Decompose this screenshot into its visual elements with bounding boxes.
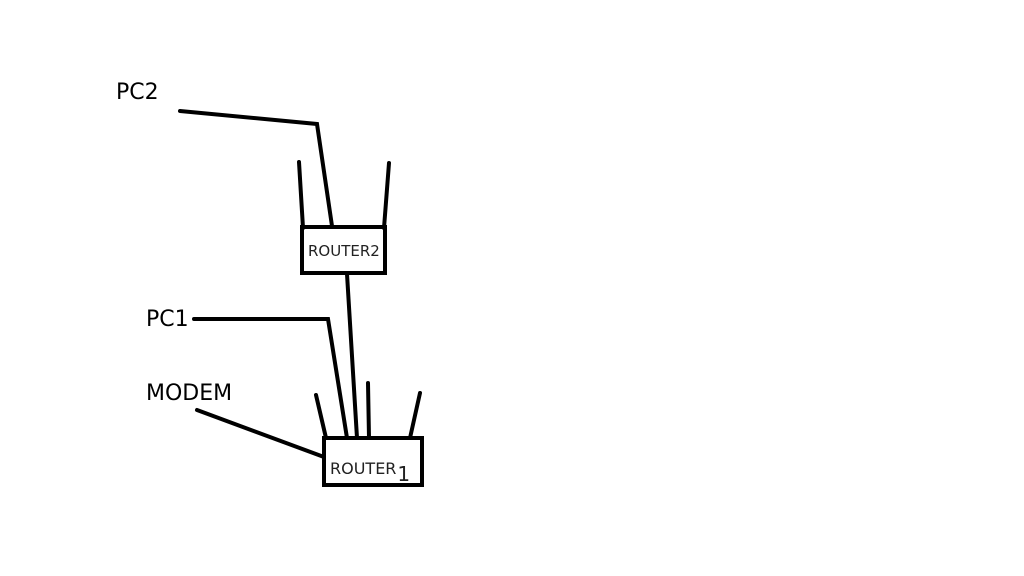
router2-right-antenna <box>382 161 391 230</box>
cable-router2-router1 <box>345 272 359 440</box>
pc2-label: PC2 <box>116 80 159 105</box>
router1-label-subscript: 1 <box>397 462 411 486</box>
router2-box <box>300 225 387 275</box>
router1-middle-antenna <box>366 381 371 440</box>
router1-label-main: ROUTER <box>330 459 397 478</box>
router2-label: ROUTER2 <box>308 242 380 260</box>
modem-label: MODEM <box>146 381 233 406</box>
cable-pc2-router2 <box>178 109 334 228</box>
router1-right-antenna <box>408 391 422 440</box>
cable-modem-router1 <box>195 408 326 459</box>
router1-label: ROUTER1 <box>330 457 410 485</box>
pc1-label: PC1 <box>146 307 189 332</box>
router1-left-antenna <box>314 393 328 440</box>
router2-left-antenna <box>297 160 305 230</box>
router1-box <box>322 436 424 487</box>
cable-pc1-router1 <box>192 317 349 440</box>
